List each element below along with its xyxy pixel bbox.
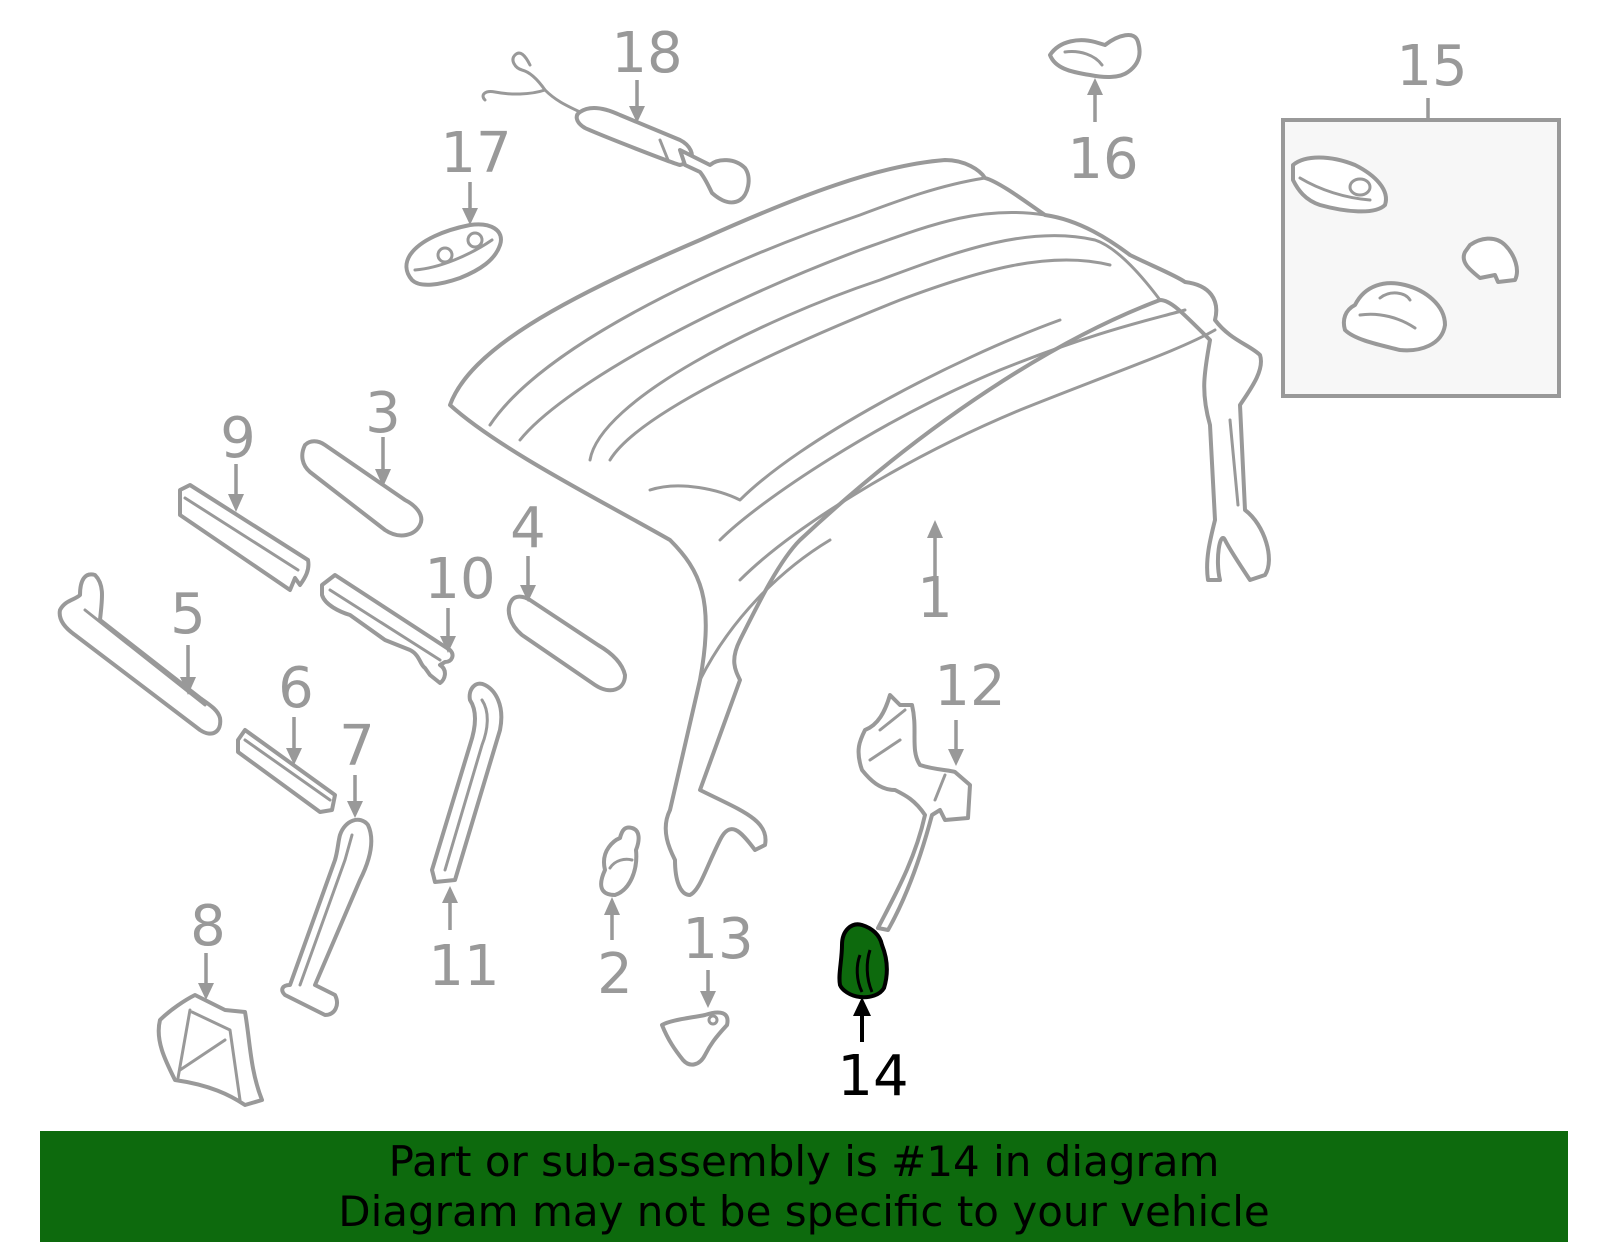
- svg-text:2: 2: [597, 942, 633, 1007]
- part-2[interactable]: [599, 825, 641, 897]
- callout-12: 12: [934, 654, 1006, 766]
- callout-16: 16: [1067, 78, 1139, 192]
- part-1-top-frame[interactable]: [448, 158, 1271, 897]
- part-18[interactable]: [481, 51, 751, 205]
- part-17[interactable]: [404, 222, 503, 287]
- part-7[interactable]: [280, 817, 374, 1017]
- part-9[interactable]: [178, 483, 311, 592]
- callout-3: 3: [365, 381, 401, 487]
- part-3[interactable]: [300, 439, 424, 538]
- callout-14: 14: [837, 997, 909, 1109]
- callout-15: 15: [1396, 34, 1468, 120]
- svg-text:5: 5: [170, 582, 206, 647]
- svg-text:4: 4: [510, 496, 546, 561]
- svg-text:13: 13: [682, 907, 753, 972]
- svg-text:7: 7: [339, 714, 375, 779]
- callout-17: 17: [440, 121, 512, 225]
- part-13[interactable]: [660, 1010, 730, 1067]
- callout-1: 1: [917, 520, 953, 631]
- svg-text:14: 14: [837, 1044, 908, 1109]
- part-16[interactable]: [1048, 33, 1142, 79]
- callout-13: 13: [682, 907, 754, 1008]
- part-5[interactable]: [57, 572, 223, 736]
- part-10[interactable]: [320, 573, 455, 685]
- callout-11: 11: [428, 886, 500, 999]
- part-4[interactable]: [506, 594, 627, 693]
- svg-text:8: 8: [190, 894, 226, 959]
- svg-text:11: 11: [428, 934, 499, 999]
- callout-8: 8: [190, 894, 226, 1000]
- svg-text:9: 9: [220, 406, 256, 471]
- part-12[interactable]: [856, 693, 972, 932]
- svg-text:1: 1: [917, 566, 953, 631]
- callout-9: 9: [220, 406, 256, 512]
- callout-10: 10: [424, 547, 496, 653]
- part-6[interactable]: [236, 728, 337, 814]
- svg-text:16: 16: [1067, 127, 1138, 192]
- part-15-kit[interactable]: [1281, 118, 1561, 398]
- part-14-highlighted[interactable]: [837, 922, 889, 1000]
- svg-text:15: 15: [1396, 34, 1467, 99]
- callout-2: 2: [597, 897, 633, 1007]
- part-11[interactable]: [430, 681, 504, 884]
- svg-text:3: 3: [365, 381, 401, 446]
- info-banner: Part or sub-assembly is #14 in diagram D…: [40, 1131, 1568, 1242]
- callout-6: 6: [278, 656, 314, 765]
- callout-4: 4: [510, 496, 546, 602]
- svg-text:6: 6: [278, 656, 314, 721]
- callout-7: 7: [339, 714, 375, 818]
- part-8[interactable]: [156, 993, 264, 1107]
- callout-5: 5: [170, 582, 206, 695]
- callout-18: 18: [611, 21, 683, 123]
- banner-line-1: Part or sub-assembly is #14 in diagram: [388, 1136, 1220, 1186]
- banner-line-2: Diagram may not be specific to your vehi…: [338, 1186, 1270, 1236]
- svg-text:17: 17: [440, 121, 511, 186]
- svg-text:18: 18: [611, 21, 682, 86]
- svg-text:12: 12: [934, 654, 1005, 719]
- svg-text:10: 10: [424, 547, 495, 612]
